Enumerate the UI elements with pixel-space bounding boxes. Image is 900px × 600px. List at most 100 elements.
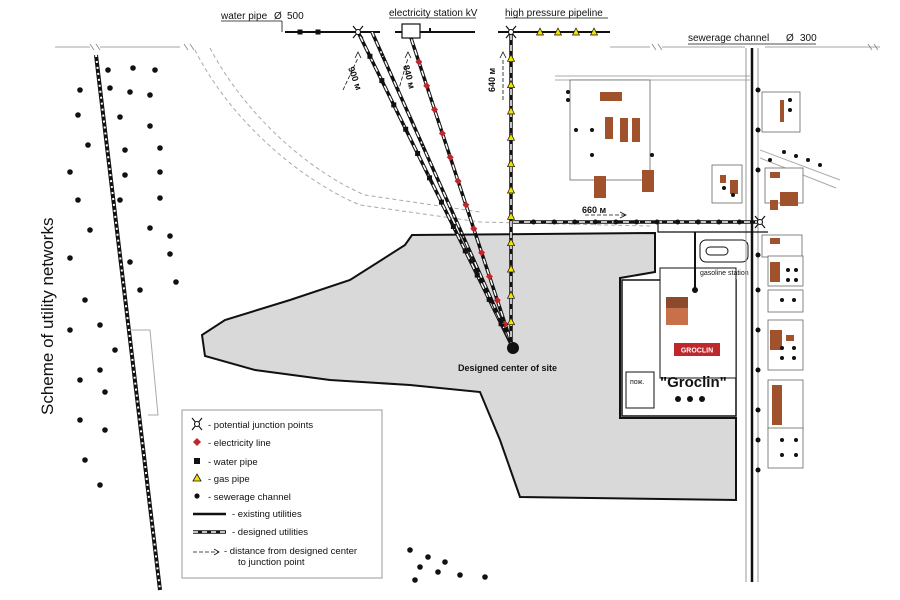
building-dot xyxy=(590,153,594,157)
gas-station-label: gasoline station xyxy=(700,270,749,277)
water-marker xyxy=(415,151,421,157)
legend-electricity-symbol xyxy=(193,438,201,446)
distance-gas: 640 м xyxy=(487,67,497,92)
sewerage-marker xyxy=(471,256,475,260)
electricity-marker xyxy=(485,272,493,280)
tree-dot xyxy=(167,251,173,257)
building xyxy=(594,176,606,198)
tree-dot xyxy=(417,564,423,570)
building-dot xyxy=(650,153,654,157)
building xyxy=(620,118,628,142)
sewerage-marker xyxy=(755,127,761,133)
building xyxy=(786,335,794,341)
sewerage-channel-label: sewerage channel xyxy=(688,33,769,44)
gas-marker xyxy=(571,27,581,36)
building-dot xyxy=(780,346,784,350)
lot-outline xyxy=(767,427,804,469)
water-marker xyxy=(450,223,456,229)
building-dot xyxy=(794,154,798,158)
gas-marker xyxy=(506,316,516,326)
railway xyxy=(94,54,162,591)
tree-dot xyxy=(112,347,118,353)
tree-dot xyxy=(412,577,418,583)
building-dot xyxy=(788,108,792,112)
tree-dot xyxy=(75,197,81,203)
building-dot xyxy=(574,128,578,132)
building-dot xyxy=(768,158,772,162)
tree-dot xyxy=(173,279,179,285)
water-marker xyxy=(379,78,385,84)
building-dot xyxy=(806,158,810,162)
gas-marker xyxy=(506,237,516,247)
building xyxy=(730,180,738,194)
junction-icon xyxy=(505,25,517,39)
building xyxy=(780,192,798,206)
groclin-logo: GROCLIN xyxy=(674,343,720,356)
designed-water-line xyxy=(356,31,515,349)
tree-dot xyxy=(107,85,113,91)
tree-dot xyxy=(77,377,83,383)
designed-electricity-line xyxy=(409,37,515,349)
tree-dot xyxy=(77,417,83,423)
legend-junction-text: - potential junction points xyxy=(208,420,313,431)
distance-sewerage: 660 м xyxy=(582,205,607,215)
sewerage-marker xyxy=(675,219,681,225)
tree-dot xyxy=(482,574,488,580)
gas-marker xyxy=(506,53,516,62)
sewerage-main xyxy=(745,48,759,582)
building-dot xyxy=(566,90,570,94)
building-dot xyxy=(794,453,798,457)
sewerage-marker xyxy=(613,219,619,225)
electricity-marker xyxy=(415,58,423,66)
water-marker xyxy=(403,126,409,132)
building xyxy=(770,200,778,210)
tree-dot xyxy=(67,169,73,175)
sewerage-marker xyxy=(491,301,495,305)
gas-pipeline-label: high pressure pipeline xyxy=(505,8,603,19)
tree-dot xyxy=(157,195,163,201)
tree-dot xyxy=(97,367,103,373)
sewerage-marker xyxy=(501,323,505,327)
sewerage-marker xyxy=(592,219,598,225)
building xyxy=(772,385,782,425)
electricity-marker xyxy=(493,296,501,304)
gas-marker xyxy=(506,106,516,115)
sewerage-marker xyxy=(572,219,578,225)
tree-dot xyxy=(130,65,136,71)
distance-electricity: 840 м xyxy=(401,64,417,90)
building-dot xyxy=(786,268,790,272)
line-markers xyxy=(297,27,761,473)
existing-lines-top xyxy=(285,28,610,33)
sewerage-marker xyxy=(420,143,424,147)
tree-dot xyxy=(87,227,93,233)
tree-dot xyxy=(137,287,143,293)
electricity-marker xyxy=(446,153,454,161)
junction-icon xyxy=(352,25,364,39)
building xyxy=(720,175,726,183)
tree-dot xyxy=(67,255,73,261)
tree-dot xyxy=(117,114,123,120)
gas-marker xyxy=(506,211,516,220)
tree-dot xyxy=(157,145,163,151)
junction-points xyxy=(352,25,766,229)
tree-dot xyxy=(435,569,441,575)
water-marker xyxy=(391,102,397,108)
gas-marker xyxy=(506,132,516,141)
legend-electricity-text: - electricity line xyxy=(208,438,271,449)
building-dot xyxy=(788,98,792,102)
building-dot xyxy=(818,163,822,167)
tree-dot xyxy=(85,142,91,148)
sewerage-marker xyxy=(400,98,404,102)
sewerage-marker xyxy=(481,278,485,282)
tree-dot xyxy=(77,87,83,93)
lot-outline xyxy=(761,234,803,258)
sewerage-marker xyxy=(736,219,742,225)
sewerage-marker xyxy=(755,437,761,443)
sewerage-marker xyxy=(692,287,698,293)
building-dot xyxy=(786,278,790,282)
tree-dot xyxy=(97,482,103,488)
gas-marker xyxy=(506,79,516,89)
water-marker xyxy=(367,53,373,59)
